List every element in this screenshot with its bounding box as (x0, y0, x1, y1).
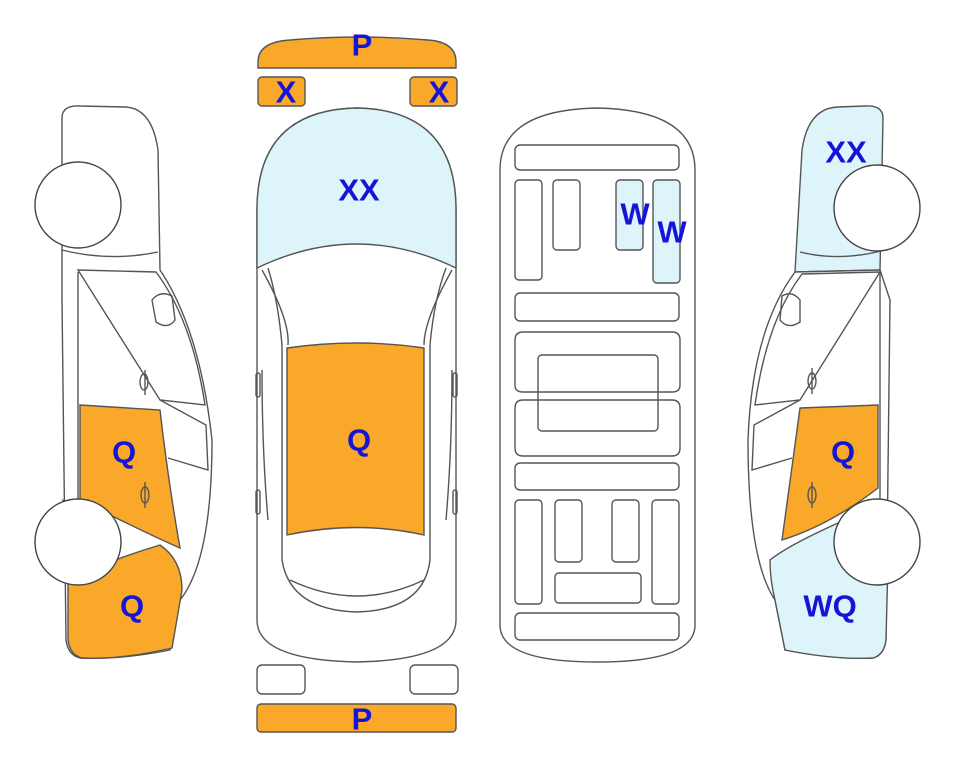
left-headlight-panel (257, 76, 306, 107)
roof-panel (286, 342, 425, 536)
label-left-rear-quarter: Q (120, 589, 144, 624)
label-right-front-door: Q (831, 435, 855, 470)
top-view: P X X XX Q P (255, 28, 459, 737)
rear-bumper-panel (256, 703, 457, 733)
left-side-view: Q Q (34, 105, 213, 660)
label-front-bumper: P (352, 28, 373, 63)
right-taillight (409, 664, 459, 695)
right-front-wheel (833, 164, 921, 252)
hood-panel (256, 107, 457, 270)
label-roof: Q (347, 423, 371, 458)
right-front-door-panel (781, 404, 879, 541)
right-rear-wheel (833, 498, 921, 586)
label-right-rear-quarter: WQ (803, 589, 856, 624)
label-left-front-door: Q (112, 435, 136, 470)
label-floor-w1: W (620, 197, 650, 232)
label-floor-w2: W (657, 215, 687, 250)
floor-panel-w2 (652, 179, 681, 284)
front-bumper-panel (257, 36, 457, 69)
label-hood: XX (338, 173, 380, 208)
label-right-front-fender: XX (825, 135, 867, 170)
right-headlight-panel (409, 76, 458, 107)
underbody-outline (499, 107, 696, 663)
label-left-headlight: X (276, 75, 297, 110)
left-front-wheel (34, 161, 122, 249)
floor-panel-w1 (615, 179, 644, 251)
left-rear-wheel (34, 498, 122, 586)
label-rear-bumper: P (352, 702, 373, 737)
right-side-view: XX Q WQ (747, 105, 921, 660)
left-taillight (256, 664, 306, 695)
label-right-headlight: X (429, 75, 450, 110)
underbody-view: W W (499, 107, 696, 663)
